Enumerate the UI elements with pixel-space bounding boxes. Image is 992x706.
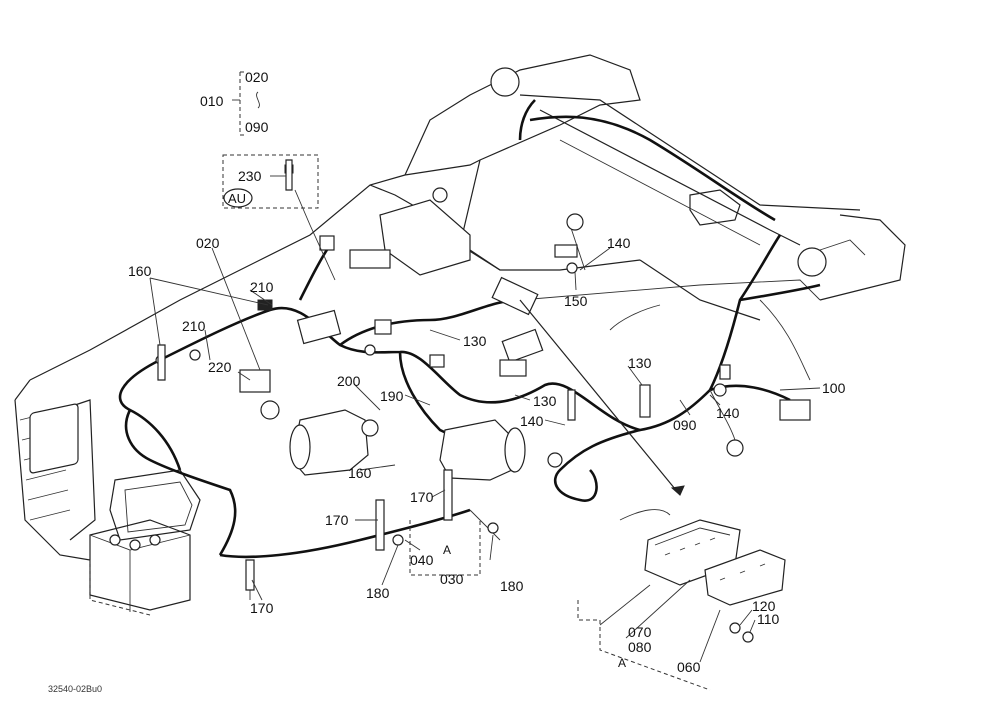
label-220: 220 <box>208 359 232 375</box>
main-harness <box>118 99 821 600</box>
label-060: 060 <box>677 659 701 675</box>
label-080: 080 <box>628 639 652 655</box>
label-140-right: 140 <box>716 405 740 421</box>
label-au: AU <box>228 191 246 206</box>
label-210-left: 210 <box>182 318 206 334</box>
label-160-mid: 160 <box>348 465 372 481</box>
dashed-group-boxes <box>89 71 711 691</box>
label-170-bottom: 170 <box>250 600 274 616</box>
leader-lines <box>149 91 821 663</box>
label-180-right: 180 <box>500 578 524 594</box>
au-badge-outline <box>223 188 253 208</box>
label-190: 190 <box>380 388 404 404</box>
label-070: 070 <box>628 624 652 640</box>
components <box>155 159 811 643</box>
label-110: 110 <box>757 611 780 627</box>
label-130-right: 130 <box>628 355 652 371</box>
label-200: 200 <box>337 373 361 389</box>
label-040: 040 <box>410 552 434 568</box>
figure-code: 32540-02Bu0 <box>48 684 102 694</box>
tractor-body-outline <box>14 54 906 612</box>
label-140-mid: 140 <box>520 413 544 429</box>
label-090-right: 090 <box>673 417 697 433</box>
label-160-left: 160 <box>128 263 152 279</box>
label-130-top: 130 <box>463 333 487 349</box>
label-170-left: 170 <box>325 512 349 528</box>
label-020-top: 020 <box>245 69 269 85</box>
label-020: 020 <box>196 235 220 251</box>
label-180-left: 180 <box>366 585 390 601</box>
label-a-detail: A <box>618 656 626 670</box>
label-150: 150 <box>564 293 588 309</box>
label-090-top: 090 <box>245 119 269 135</box>
label-010: 010 <box>200 93 224 109</box>
label-170-mid: 170 <box>410 489 434 505</box>
callout-labels: 010 020 090 230 AU 020 160 210 210 220 1… <box>48 69 846 694</box>
label-140-top-right: 140 <box>607 235 631 251</box>
label-210-upper: 210 <box>250 279 274 295</box>
label-100: 100 <box>822 380 846 396</box>
label-230: 230 <box>238 168 262 184</box>
label-120: 120 <box>752 598 776 614</box>
label-030: 030 <box>440 571 464 587</box>
label-130-mid: 130 <box>533 393 557 409</box>
label-a-engine: A <box>443 543 451 557</box>
